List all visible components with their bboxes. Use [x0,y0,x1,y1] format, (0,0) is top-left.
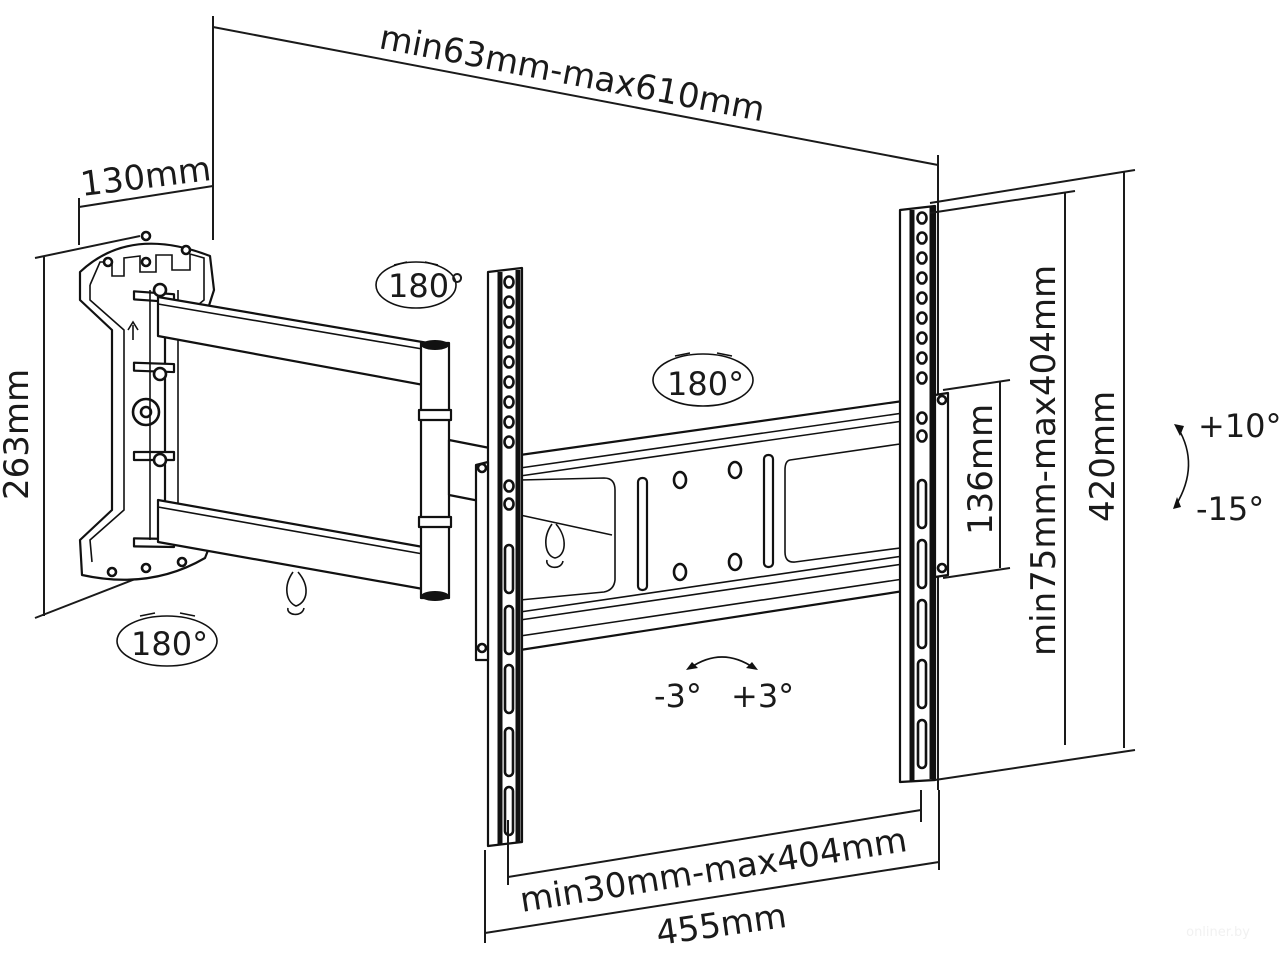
dimension-line-extension [212,26,939,166]
rail-hole [503,479,515,493]
tilt-indicator: +10° -15° [1173,407,1280,528]
rail-slot [916,658,928,710]
dimension-arm-extension: min63mm-max610mm [212,16,939,790]
rail-hole [503,497,515,511]
extension-line-136-bottom [942,567,1011,579]
rail-hole [916,271,928,285]
rail-hole [503,395,515,409]
cable-tie-icon [286,571,307,616]
rotation-badge-wall-swivel-top: 180° [375,261,465,309]
label-vesa-vertical: min75mm-max404mm [1024,265,1064,656]
label-level-left: -3° [654,677,702,715]
label-wall-plate-depth: 130mm [78,149,213,205]
dimension-wall-plate-height: 263mm [0,235,216,619]
rail-hole [916,251,928,265]
right-rail-holes [916,211,928,770]
rail-slot [916,598,928,650]
dimension-vesa-horizontal: min30mm-max404mm [507,790,922,921]
rail-hole [503,415,515,429]
left-rail-holes [503,275,515,837]
rail-hole [916,331,928,345]
rail-hole [916,371,928,385]
label-wall-plate-height: 263mm [0,369,37,500]
rail-hole [916,311,928,325]
rail-hole [916,211,928,225]
label-arm-swivel: 180° [667,365,744,403]
left-vesa-rail [474,266,524,848]
label-wall-swivel-bottom: 180° [131,625,208,663]
rail-slot [503,543,515,595]
extension-line-420-bottom [934,749,1136,781]
up-arrow-icon [127,320,139,340]
rail-hole [503,435,515,449]
label-wall-swivel-top: 180° [388,267,465,305]
rail-slot [916,718,928,770]
label-center-plate-height: 136mm [961,404,1001,535]
label-overall-rail-height: 420mm [1083,391,1123,522]
label-overall-width: 455mm [654,896,789,954]
label-level-right: +3° [731,677,794,715]
level-indicator: -3° +3° [654,656,794,715]
tv-mount-plate [518,398,912,652]
rail-slot [503,663,515,715]
label-tilt-up: +10° [1198,407,1280,445]
dimension-wall-plate-depth: 130mm [78,149,213,245]
rail-hole [916,411,928,425]
label-tilt-down: -15° [1196,490,1264,528]
cable-tie-icon [545,523,565,569]
rail-hole [916,291,928,305]
dimension-line-vesa-h [507,809,922,878]
rotation-badge-arm-swivel: 180° [652,352,754,407]
rail-hole [916,351,928,365]
extension-line-136-top [942,379,1011,391]
rail-hole [503,375,515,389]
rail-hole [503,295,515,309]
rail-slot [916,538,928,590]
rotation-badge-wall-swivel-bottom: 180° [116,612,218,667]
rail-hole [503,355,515,369]
rail-hole [916,231,928,245]
swing-arm [156,295,502,616]
wall-plate [78,230,216,581]
rail-slot [503,604,515,656]
rail-hole [503,315,515,329]
label-arm-extension: min63mm-max610mm [376,18,768,131]
rail-hole [503,335,515,349]
rail-slot [916,478,928,530]
rail-hole [916,429,928,443]
dimension-line-depth [78,185,214,208]
extension-line-height-top [34,235,141,259]
dimension-vesa-vertical: min75mm-max404mm [929,190,1076,745]
arm-pivot-column [419,341,451,600]
level-arrow-icon [689,656,755,669]
extension-line-420-top [929,169,1136,204]
dimension-overall-rail-height: 420mm [929,169,1136,781]
extension-line-vesa-v-top [929,190,1076,214]
dimension-line-455 [484,861,940,934]
rail-hole [503,275,515,289]
rail-slot [503,726,515,778]
tilt-arrow-icon [1175,427,1190,506]
watermark: onliner.by [1186,925,1250,940]
dimension-center-plate-height: 136mm [942,379,1011,579]
